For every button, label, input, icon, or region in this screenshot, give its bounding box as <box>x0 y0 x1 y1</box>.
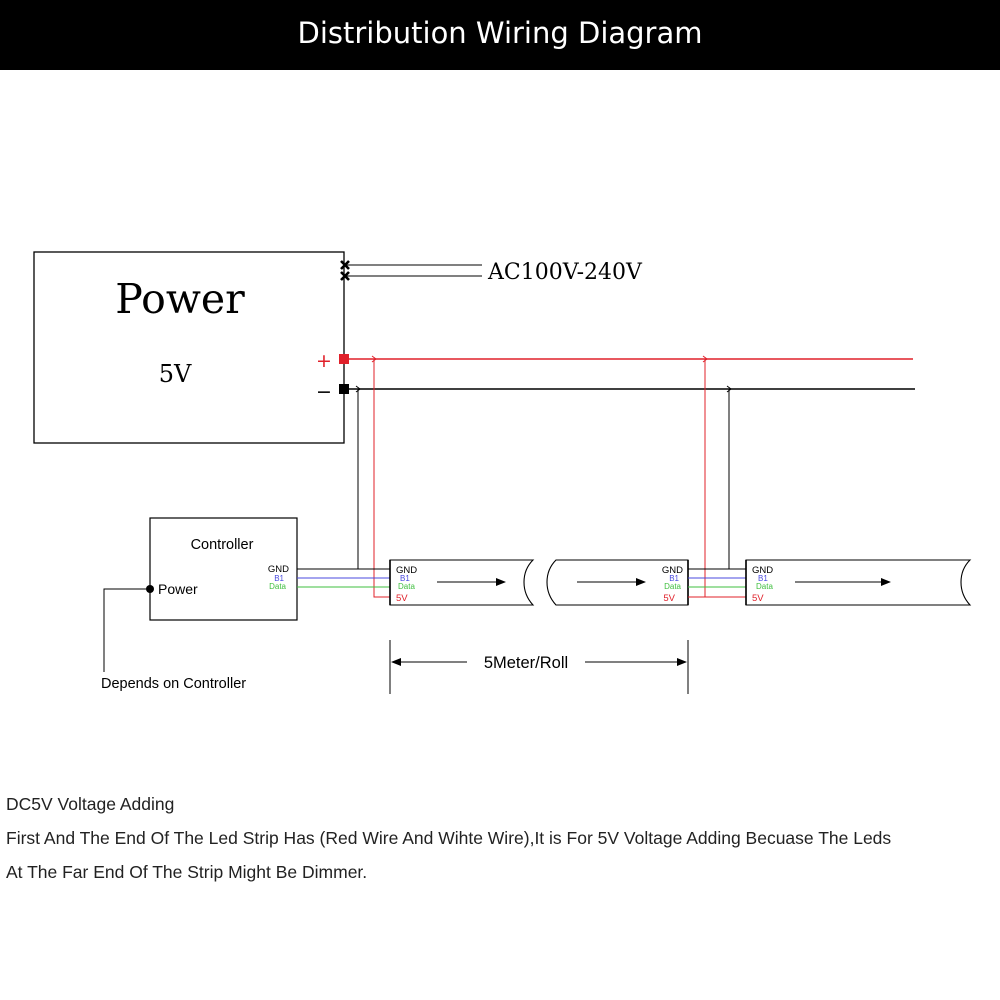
strip3-port-gnd: GND <box>752 565 773 576</box>
junction-marks <box>355 355 732 393</box>
controller-port-data: Data <box>269 582 286 591</box>
controller-label: Controller <box>191 537 254 553</box>
strip2-port-data: Data <box>664 582 681 591</box>
controller-power-dot <box>146 585 154 593</box>
ac-input-label: AC100V-240V <box>487 260 643 285</box>
note-line-1: DC5V Voltage Adding <box>6 794 175 814</box>
strip1-port-data: Data <box>398 582 415 591</box>
positive-terminal <box>339 354 349 364</box>
plus-sign: + <box>316 350 332 372</box>
strip1-port-b1: B1 <box>400 574 410 583</box>
note-line-3: At The Far End Of The Strip Might Be Dim… <box>6 862 368 882</box>
strip2-port-gnd: GND <box>662 565 683 576</box>
ac-terminals <box>340 260 482 281</box>
power-supply-label: Power <box>115 275 245 323</box>
strip2-port-b1: B1 <box>669 574 679 583</box>
controller-power-lead <box>103 588 146 672</box>
minus-sign: − <box>316 381 332 403</box>
power-supply-box <box>33 251 345 444</box>
negative-terminal <box>339 384 349 394</box>
strip3-port-b1: B1 <box>758 574 768 583</box>
strip3-port-5v: 5V <box>752 593 764 604</box>
controller-power-label: Power <box>158 581 198 597</box>
strip1-port-gnd: GND <box>396 565 417 576</box>
strip3-port-data: Data <box>756 582 773 591</box>
note-line-2: First And The End Of The Led Strip Has (… <box>6 828 892 848</box>
strip1-port-5v: 5V <box>396 593 408 604</box>
page-title: Distribution Wiring Diagram <box>297 16 703 50</box>
first-strip-5v-drop <box>373 359 390 598</box>
controller-port-b1: B1 <box>274 574 284 583</box>
controller-port-gnd: GND <box>268 564 289 575</box>
controller-box <box>149 517 298 621</box>
strip2-port-5v: 5V <box>663 593 675 604</box>
header-bar <box>0 0 1000 70</box>
notes-section: DC5V Voltage Adding First And The End Of… <box>6 790 1000 892</box>
dimension-label: 5Meter/Roll <box>484 654 568 672</box>
power-supply-voltage: 5V <box>159 360 192 388</box>
depends-on-controller-label: Depends on Controller <box>101 676 246 692</box>
